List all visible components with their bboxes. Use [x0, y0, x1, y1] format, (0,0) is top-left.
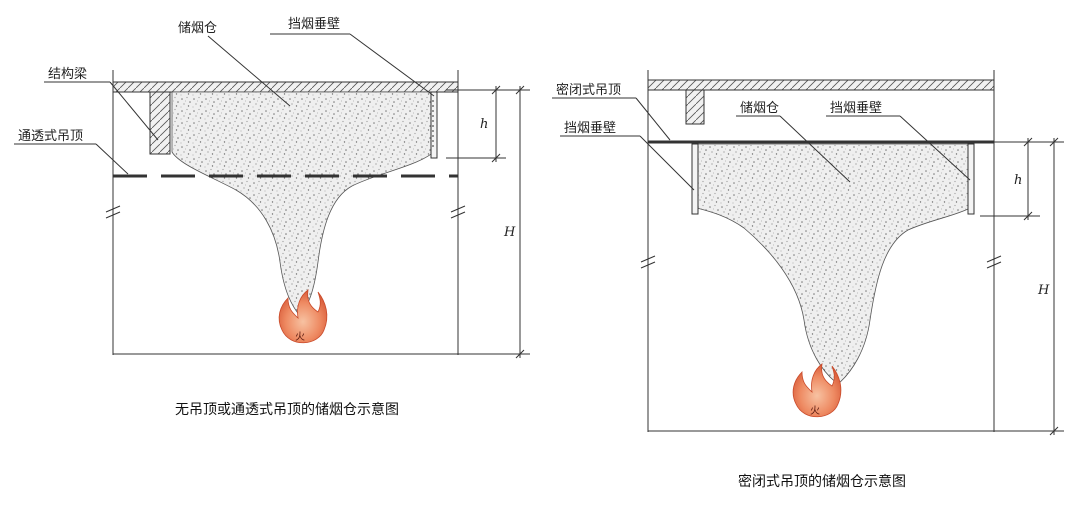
- label-structural-beam: 结构梁: [48, 67, 87, 82]
- label-open-ceiling: 通透式吊顶: [18, 129, 83, 144]
- svg-text:H: H: [1037, 283, 1050, 298]
- dimension-h: h: [980, 137, 1064, 221]
- wall-break-mark: [640, 255, 656, 269]
- label-sealed-ceiling: 密闭式吊顶: [556, 82, 621, 98]
- wall-break-mark: [986, 255, 1002, 269]
- svg-text:h: h: [1014, 173, 1022, 188]
- structural-beam: [149, 91, 171, 155]
- smoke-reservoir-body: [171, 91, 437, 317]
- dimension-h: h: [446, 85, 530, 163]
- svg-text:h: h: [480, 117, 488, 132]
- wall-break-mark: [105, 205, 121, 219]
- caption-right: 密闭式吊顶的储烟仓示意图: [738, 473, 906, 490]
- right-diagram: 火 h H 密闭式吊顶 挡烟垂壁 储烟仓 挡烟垂壁 密闭式吊顶的储: [552, 70, 1064, 490]
- label-smoke-curtain: 挡烟垂壁: [288, 17, 340, 32]
- leader-open-ceiling: [95, 143, 129, 175]
- leader-curtain-left: [639, 135, 695, 191]
- label-smoke-curtain-left: 挡烟垂壁: [564, 121, 616, 136]
- leader-smoke-reservoir: [779, 115, 851, 183]
- fire-icon: 火: [278, 289, 328, 344]
- fire-glyph: 火: [810, 405, 820, 417]
- smoke-curtain: [430, 91, 438, 159]
- dimension-H: H: [994, 137, 1064, 436]
- caption-left: 无吊顶或通透式吊顶的储烟仓示意图: [175, 401, 399, 418]
- wall-break-mark: [450, 205, 466, 219]
- left-diagram: 火 h H 储烟仓 挡烟垂壁 结构梁 通透式吊顶 无吊顶或通透式吊顶的储烟仓: [14, 17, 530, 418]
- roof-slab: [112, 81, 459, 93]
- roof-slab: [647, 79, 995, 91]
- leader-sealed-ceiling: [635, 97, 671, 141]
- label-smoke-reservoir: 储烟仓: [178, 21, 217, 36]
- svg-text:H: H: [503, 225, 516, 240]
- dimension-H: H: [458, 85, 530, 359]
- structural-beam: [685, 89, 705, 125]
- smoke-curtain-left: [691, 143, 699, 215]
- smoke-curtain-right: [967, 143, 975, 215]
- smoke-reservoir-body: [696, 143, 971, 385]
- leader-smoke-curtain: [349, 33, 435, 97]
- leader-structural-beam: [109, 81, 159, 141]
- fire-icon: 火: [792, 363, 842, 418]
- label-smoke-curtain-right: 挡烟垂壁: [830, 101, 882, 116]
- leader-smoke-reservoir: [207, 35, 291, 107]
- label-smoke-reservoir: 储烟仓: [740, 101, 779, 116]
- fire-glyph: 火: [295, 331, 305, 343]
- leader-curtain-right: [899, 115, 971, 181]
